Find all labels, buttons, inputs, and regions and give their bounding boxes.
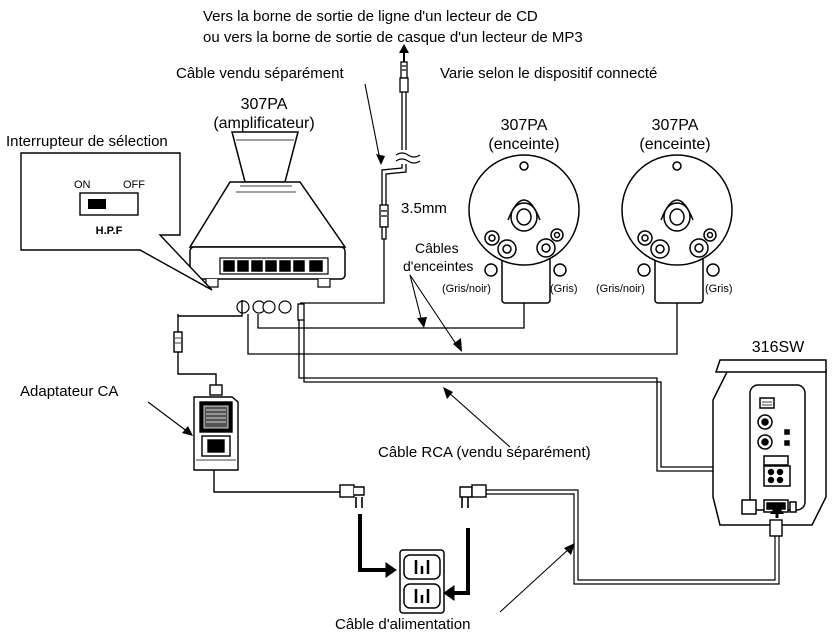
subwoofer-316sw [712,359,827,526]
speaker-1 [468,154,580,304]
selector-switch-callout: ON OFF H.P.F [20,152,213,291]
speaker2-name-label: (enceinte) [639,136,710,153]
speaker1-name-label: (enceinte) [488,136,559,153]
gray-label-1: (Gris) [550,283,578,295]
speaker-cables-label-1: Câbles [415,240,459,256]
gray-black-label-2: (Gris/noir) [596,283,645,295]
switch-on-label: ON [74,179,91,191]
varies-device-label: Varie selon le dispositif connecté [440,65,657,82]
power-cable-callout [499,543,575,613]
power-cable-label: Câble d'alimentation [335,616,470,633]
hpf-switch [79,192,139,216]
ac-adapter [147,300,365,508]
speaker-2 [621,154,733,304]
amp-name-label: (amplificateur) [213,115,314,132]
switch-off-label: OFF [123,179,145,191]
selector-switch-label: Interrupteur de sélection [6,133,168,150]
gray-label-2: (Gris) [705,283,733,295]
ac-adapter-label: Adaptateur CA [20,383,118,400]
gray-black-label-1: (Gris/noir) [442,283,491,295]
wall-outlet [399,549,445,614]
outlet-arrows [358,514,470,601]
amp-terminal-circles [236,300,292,314]
subwoofer-power-plug [459,484,784,585]
speaker-cables [247,274,678,355]
subwoofer-model-label: 316SW [752,339,805,356]
cable-sold-separately-label: Câble vendu séparément [176,65,344,82]
speaker-cables-label-2: d'enceintes [403,258,473,274]
top-label-line2: ou vers la borne de sortie de casque d'u… [203,29,583,46]
amp-model-label: 307PA [241,96,288,113]
speaker2-model-label: 307PA [652,117,699,134]
speaker1-model-label: 307PA [501,117,548,134]
jack-size-label: 3.5mm [401,200,447,217]
input-cable [300,44,421,304]
hpf-switch-knob [88,199,106,209]
switch-hpf-label: H.P.F [96,225,123,237]
top-label-line1: Vers la borne de sortie de ligne d'un le… [203,8,538,25]
amplifier-307pa [188,131,347,288]
rca-cable-label: Câble RCA (vendu séparément) [378,444,591,461]
